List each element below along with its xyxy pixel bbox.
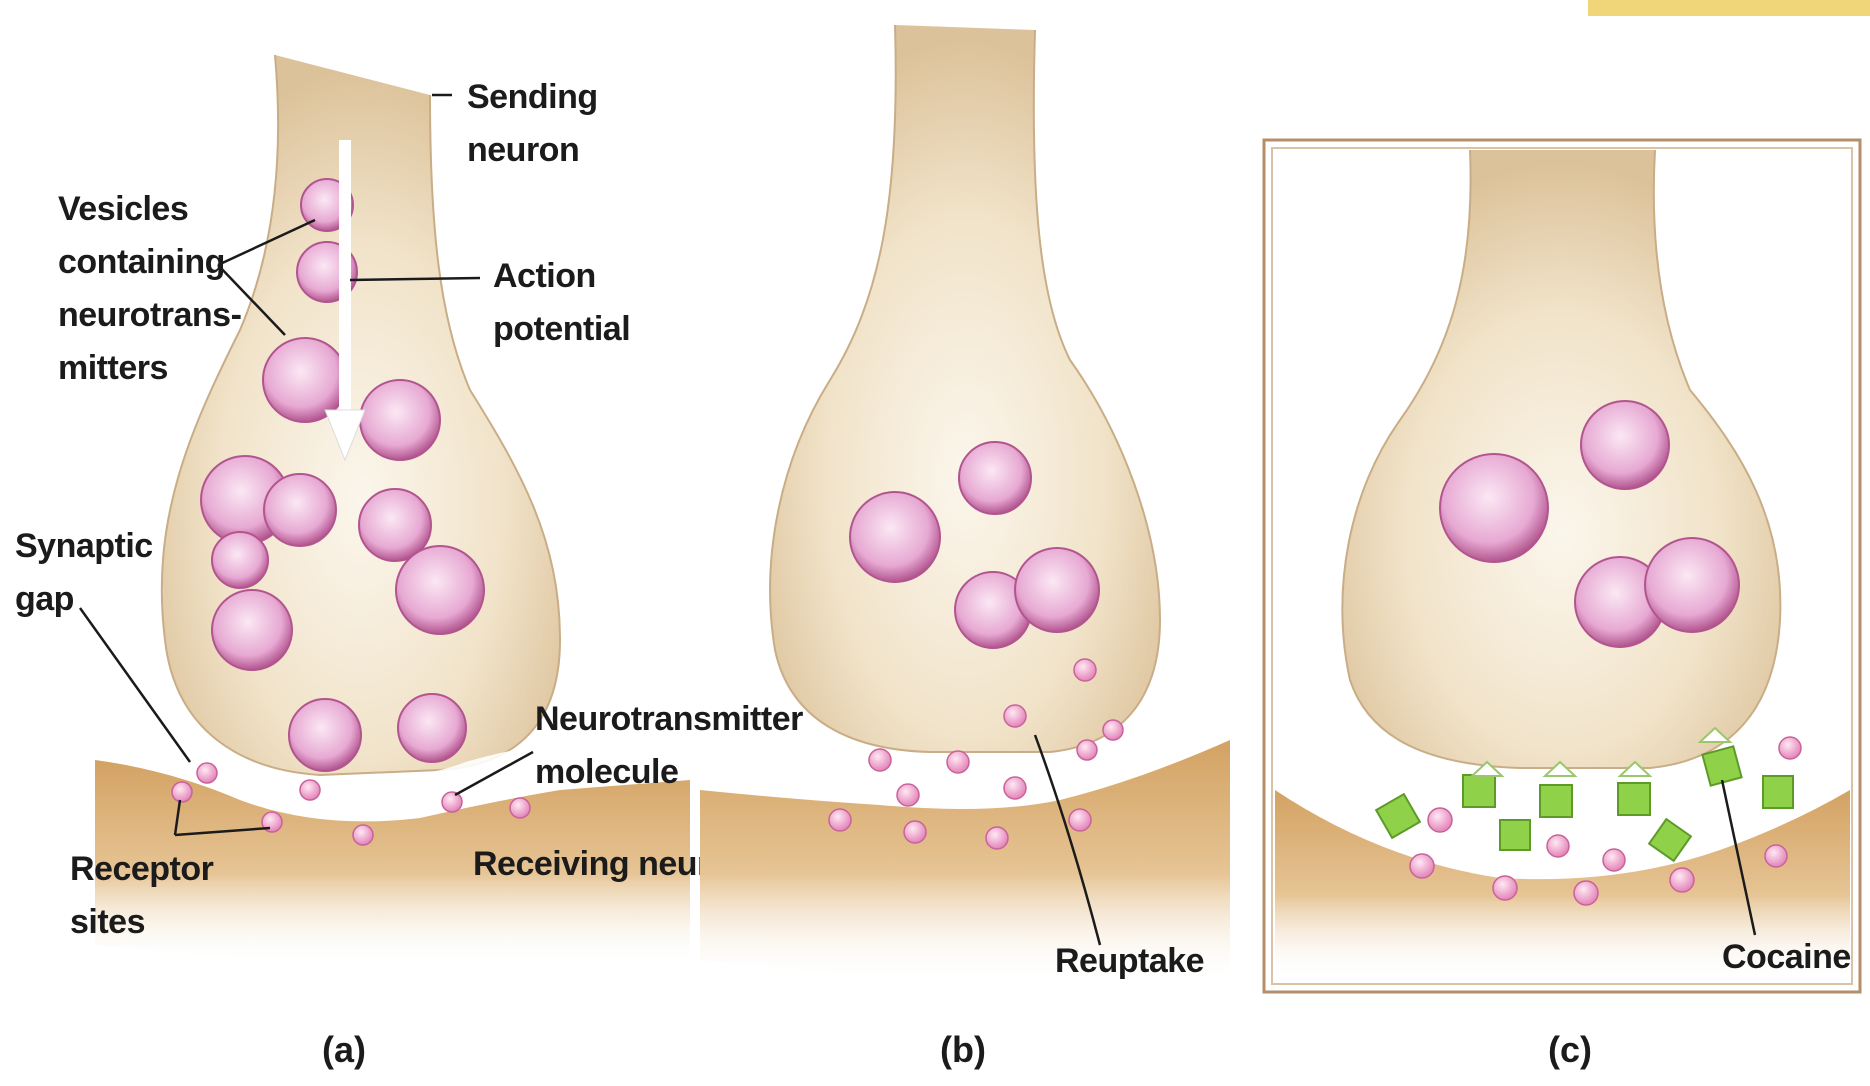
vesicle <box>1015 548 1099 632</box>
vesicle <box>850 492 940 582</box>
vesicle <box>1581 401 1669 489</box>
label-cocaine: Cocaine <box>1722 938 1851 976</box>
vesicle <box>212 590 292 670</box>
vesicle <box>263 338 347 422</box>
vesicle <box>959 442 1031 514</box>
panel-b: Reuptake (b) <box>700 25 1230 1070</box>
vesicle <box>1645 538 1739 632</box>
neurotransmitter-molecule <box>1574 881 1598 905</box>
caption-a: (a) <box>322 1029 366 1070</box>
cocaine-molecule <box>1540 785 1572 817</box>
neurotransmitter-molecule <box>1004 777 1026 799</box>
neurotransmitter-molecule <box>1765 845 1787 867</box>
neurotransmitter-molecule <box>1547 835 1569 857</box>
vesicle <box>289 699 361 771</box>
neurotransmitter-molecule <box>1603 849 1625 871</box>
neurotransmitter-molecule <box>947 751 969 773</box>
vesicle <box>264 474 336 546</box>
neurotransmitter-molecule <box>897 784 919 806</box>
neurotransmitter-molecule <box>986 827 1008 849</box>
neurotransmitter-molecule <box>353 825 373 845</box>
neurotransmitter-molecule <box>1004 705 1026 727</box>
neurotransmitter-molecule <box>1103 720 1123 740</box>
neurotransmitter-molecule <box>510 798 530 818</box>
caption-c: (c) <box>1548 1029 1592 1070</box>
neurotransmitter-molecule <box>197 763 217 783</box>
vesicle <box>396 546 484 634</box>
vesicle <box>212 532 268 588</box>
neurotransmitter-molecule <box>1428 808 1452 832</box>
cocaine-molecule <box>1500 820 1530 850</box>
accent-bar <box>1588 0 1870 16</box>
sending-neuron-b <box>770 25 1160 752</box>
neurotransmitter-molecule <box>904 821 926 843</box>
label-reuptake: Reuptake <box>1055 942 1204 980</box>
neurotransmitter-molecule <box>1493 876 1517 900</box>
neurotransmitter-molecule <box>1069 809 1091 831</box>
neurotransmitter-molecule <box>1670 868 1694 892</box>
neurotransmitter-molecule <box>869 749 891 771</box>
vesicle <box>1440 454 1548 562</box>
caption-b: (b) <box>940 1029 986 1070</box>
neurotransmitter-molecule <box>1779 737 1801 759</box>
cocaine-molecule <box>1763 776 1793 808</box>
vesicle <box>360 380 440 460</box>
neurotransmitter-molecule <box>1077 740 1097 760</box>
cocaine-molecule <box>1618 783 1650 815</box>
panel-c: Cocaine (c) <box>1264 140 1860 1070</box>
neurotransmitter-molecule <box>1410 854 1434 878</box>
cocaine-molecule <box>1702 746 1741 785</box>
neurotransmitter-molecule <box>442 792 462 812</box>
vesicle <box>398 694 466 762</box>
neurotransmitter-molecule <box>172 782 192 802</box>
cocaine-molecule <box>1463 775 1495 807</box>
neurotransmitter-molecule <box>1074 659 1096 681</box>
neurotransmitter-molecule <box>829 809 851 831</box>
neurotransmitter-molecule <box>300 780 320 800</box>
